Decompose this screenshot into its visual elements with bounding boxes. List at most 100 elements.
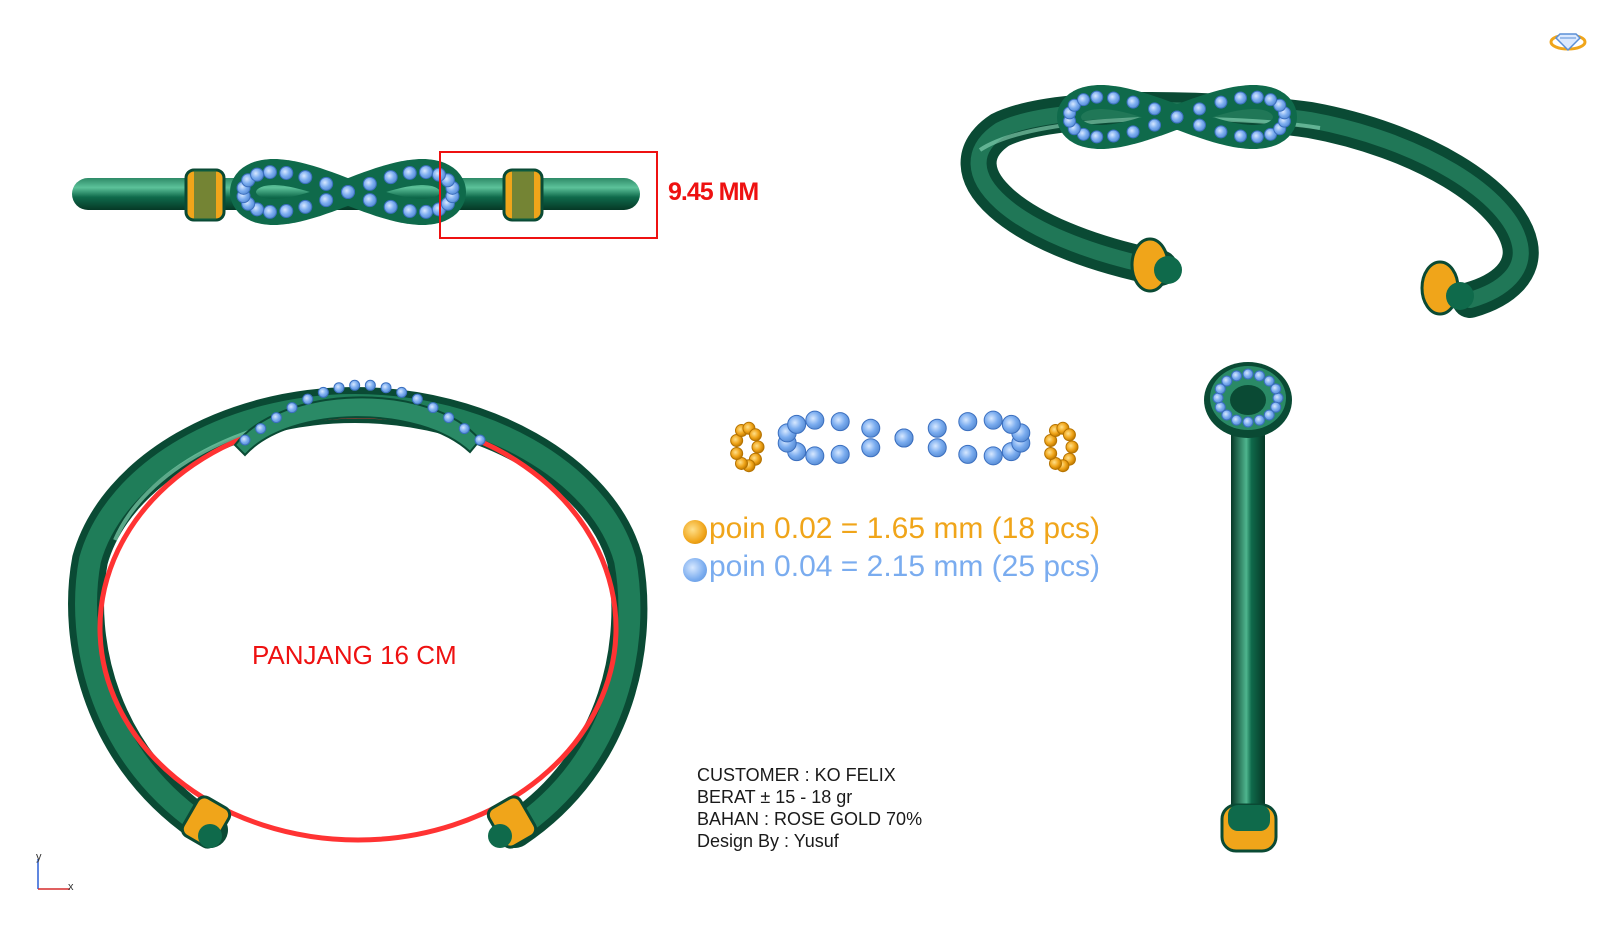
stone-icon: [317, 386, 329, 398]
legend-text-yellow: poin 0.02 = 1.65 mm (18 pcs): [709, 512, 1101, 545]
front-view: [68, 379, 648, 849]
stone-icon: [1107, 91, 1121, 105]
stone-icon: [262, 165, 277, 180]
stone-icon: [894, 428, 914, 448]
perspective-view: [960, 85, 1539, 318]
stone-icon: [1126, 125, 1140, 139]
stone-icon: [1233, 91, 1247, 105]
stone-icon: [1221, 375, 1233, 387]
diamond-ring-icon: [1548, 28, 1588, 57]
stone-icon: [279, 165, 294, 180]
side-view-bottom-cap: [1220, 803, 1278, 853]
stone-icon: [380, 382, 392, 394]
stone-icon: [443, 412, 455, 424]
stone-icon: [830, 444, 850, 464]
stone-icon: [983, 410, 1003, 430]
stone-icon: [1212, 392, 1224, 404]
stone-icon: [1214, 401, 1226, 413]
dimension-label: 9.45 MM: [668, 178, 759, 206]
dimension-box: [439, 151, 658, 239]
stone-icon: [1090, 90, 1104, 104]
stone-icon: [1264, 93, 1278, 107]
stone-icon: [383, 170, 398, 185]
stone-icon: [239, 434, 251, 446]
stone-icon: [927, 438, 947, 458]
stone-icon: [474, 434, 486, 446]
stone-icon: [1148, 118, 1162, 132]
inner-circumference-line: [97, 413, 619, 843]
customer-text: CUSTOMER : KO FELIX: [697, 765, 896, 785]
legend-text-blue: poin 0.04 = 2.15 mm (25 pcs): [709, 550, 1101, 583]
stone-icon: [1231, 414, 1243, 426]
stone-icon: [1242, 416, 1254, 428]
stone-icon: [805, 446, 825, 466]
stone-icon: [1044, 446, 1058, 460]
length-label: PANJANG 16 CM: [252, 640, 457, 670]
perspective-end-caps: [1130, 237, 1474, 316]
stone-icon: [1250, 90, 1264, 104]
stone-icon: [362, 176, 377, 191]
design-info: CUSTOMER : KO FELIX BERAT ± 15 - 18 gr B…: [697, 764, 922, 852]
front-view-stones: [239, 379, 486, 446]
stone-icon: [983, 446, 1003, 466]
axis-y-label: y: [36, 851, 42, 863]
stone-icon: [286, 402, 298, 414]
stone-icon: [270, 412, 282, 424]
stone-icon: [1253, 414, 1265, 426]
stone-icon: [1214, 383, 1226, 395]
stone-icon: [1065, 440, 1079, 454]
top-view: [72, 151, 658, 239]
stone-icon: [1170, 110, 1184, 124]
legend-row-yellow: poin 0.02 = 1.65 mm (18 pcs): [683, 512, 1100, 546]
stone-icon: [419, 204, 434, 219]
stone-icon: [279, 204, 294, 219]
side-view-stones: [1212, 368, 1284, 428]
stone-icon: [1192, 102, 1206, 116]
stone-icon: [1148, 102, 1162, 116]
stone-icon: [1001, 414, 1021, 434]
stone-icon: [302, 393, 314, 405]
stone-icon: [1270, 401, 1282, 413]
stone-icon: [1250, 130, 1264, 144]
stone-icon: [1192, 118, 1206, 132]
front-view-end-caps: [180, 795, 538, 849]
stone-icon: [349, 379, 361, 391]
stone-icon: [1090, 130, 1104, 144]
stone-icon: [1221, 409, 1233, 421]
stone-icon: [319, 193, 334, 208]
stone-icon: [748, 428, 762, 442]
stone-icon: [402, 165, 417, 180]
stone-icon: [250, 167, 265, 182]
stone-icon: [341, 185, 355, 199]
material-text: BAHAN : ROSE GOLD 70%: [697, 809, 923, 829]
stone-icon: [383, 199, 398, 214]
stone-layout-infinity: [777, 410, 1031, 466]
legend-row-blue: poin 0.04 = 2.15 mm (25 pcs): [683, 550, 1100, 584]
stone-icon: [364, 379, 376, 391]
stone-icon: [1062, 428, 1076, 442]
stone-icon: [830, 412, 850, 432]
stone-icon: [411, 393, 423, 405]
stone-icon: [927, 418, 947, 438]
stone-icon: [1126, 95, 1140, 109]
stone-icon: [431, 167, 446, 182]
stone-icon: [861, 438, 881, 458]
stone-icon: [298, 170, 313, 185]
stone-icon: [787, 414, 807, 434]
stone-icon: [298, 199, 313, 214]
front-view-top-setting: [233, 396, 482, 457]
stone-icon: [751, 440, 765, 454]
stone-icon: [958, 444, 978, 464]
stone-icon: [1214, 125, 1228, 139]
stone-icon: [730, 446, 744, 460]
stone-icon: [1263, 409, 1275, 421]
stone-icon: [333, 382, 345, 394]
blue-stone-icon: [683, 558, 707, 582]
stone-icon: [958, 412, 978, 432]
weight-text: BERAT ± 15 - 18 gr: [697, 787, 853, 807]
stone-icon: [1233, 129, 1247, 143]
stone-icon: [1253, 370, 1265, 382]
axis-x-label: x: [68, 881, 74, 893]
stone-icon: [805, 410, 825, 430]
stone-layout: [730, 410, 1079, 473]
